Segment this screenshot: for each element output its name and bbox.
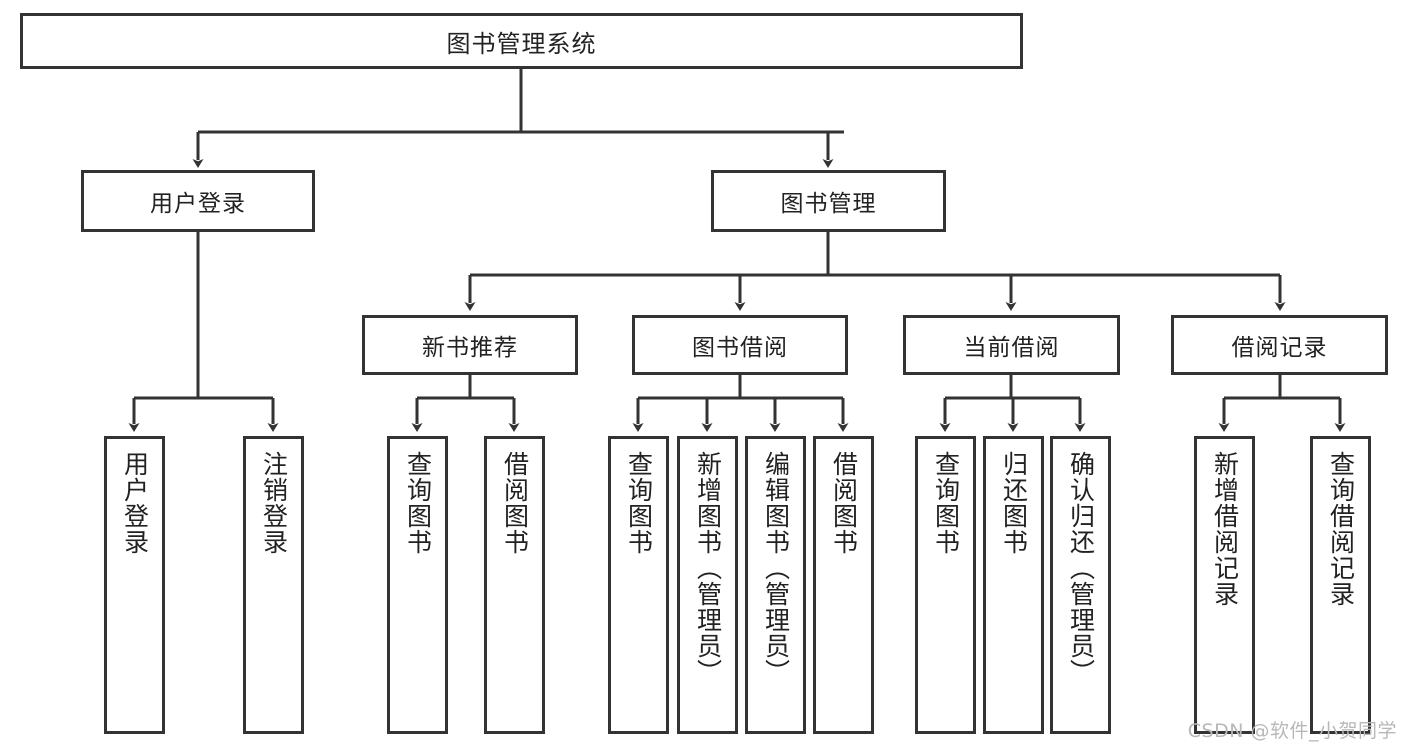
node-leaf-query-record[interactable]: 查询借阅记录 xyxy=(1310,436,1371,734)
node-leaf-return-book-label: 归还图书 xyxy=(999,451,1029,555)
node-book-manage-label: 图书管理 xyxy=(780,191,877,217)
node-leaf-add-book-label: 新增图书（管理员） xyxy=(693,451,723,685)
node-leaf-query-book-2-label: 查询图书 xyxy=(624,451,654,555)
node-leaf-query-book-3[interactable]: 查询图书 xyxy=(915,436,976,734)
node-leaf-return-book[interactable]: 归还图书 xyxy=(983,436,1044,734)
node-user-login-label: 用户登录 xyxy=(150,191,246,217)
node-current-borrow[interactable]: 当前借阅 xyxy=(903,315,1120,375)
node-borrow-record-label: 借阅记录 xyxy=(1231,335,1328,361)
node-leaf-query-book-1[interactable]: 查询图书 xyxy=(387,436,448,734)
node-leaf-add-record[interactable]: 新增借阅记录 xyxy=(1194,436,1255,734)
node-leaf-borrow-book-1[interactable]: 借阅图书 xyxy=(484,436,545,734)
node-leaf-add-book[interactable]: 新增图书（管理员） xyxy=(677,436,738,734)
node-current-borrow-label: 当前借阅 xyxy=(963,335,1060,361)
node-leaf-borrow-book-2-label: 借阅图书 xyxy=(829,451,859,555)
node-leaf-edit-book-label: 编辑图书（管理员） xyxy=(761,451,791,685)
node-leaf-logout-label: 注销登录 xyxy=(259,451,289,555)
node-leaf-query-record-label: 查询借阅记录 xyxy=(1326,451,1356,607)
node-leaf-user-login-label: 用户登录 xyxy=(120,451,150,555)
node-leaf-borrow-book-2[interactable]: 借阅图书 xyxy=(813,436,874,734)
watermark-text: CSDN @软件_小贺同学 xyxy=(1187,720,1397,742)
node-leaf-query-book-3-label: 查询图书 xyxy=(931,451,961,555)
node-book-borrow-label: 图书借阅 xyxy=(692,335,788,361)
node-root-label: 图书管理系统 xyxy=(446,29,597,58)
node-user-login[interactable]: 用户登录 xyxy=(81,170,315,232)
node-leaf-add-record-label: 新增借阅记录 xyxy=(1210,451,1240,607)
node-root[interactable]: 图书管理系统 xyxy=(20,13,1023,69)
node-leaf-query-book-2[interactable]: 查询图书 xyxy=(608,436,669,734)
node-new-book-recommend-label: 新书推荐 xyxy=(422,335,518,361)
node-leaf-query-book-1-label: 查询图书 xyxy=(403,451,433,555)
node-book-borrow[interactable]: 图书借阅 xyxy=(632,315,848,375)
node-leaf-edit-book[interactable]: 编辑图书（管理员） xyxy=(745,436,806,734)
node-leaf-confirm-return-label: 确认归还（管理员） xyxy=(1066,451,1096,685)
node-leaf-borrow-book-1-label: 借阅图书 xyxy=(500,451,530,555)
node-leaf-confirm-return[interactable]: 确认归还（管理员） xyxy=(1050,436,1111,734)
node-book-manage[interactable]: 图书管理 xyxy=(711,170,946,232)
node-leaf-user-login[interactable]: 用户登录 xyxy=(104,436,165,734)
node-new-book-recommend[interactable]: 新书推荐 xyxy=(362,315,578,375)
node-leaf-logout[interactable]: 注销登录 xyxy=(243,436,304,734)
node-borrow-record[interactable]: 借阅记录 xyxy=(1171,315,1388,375)
